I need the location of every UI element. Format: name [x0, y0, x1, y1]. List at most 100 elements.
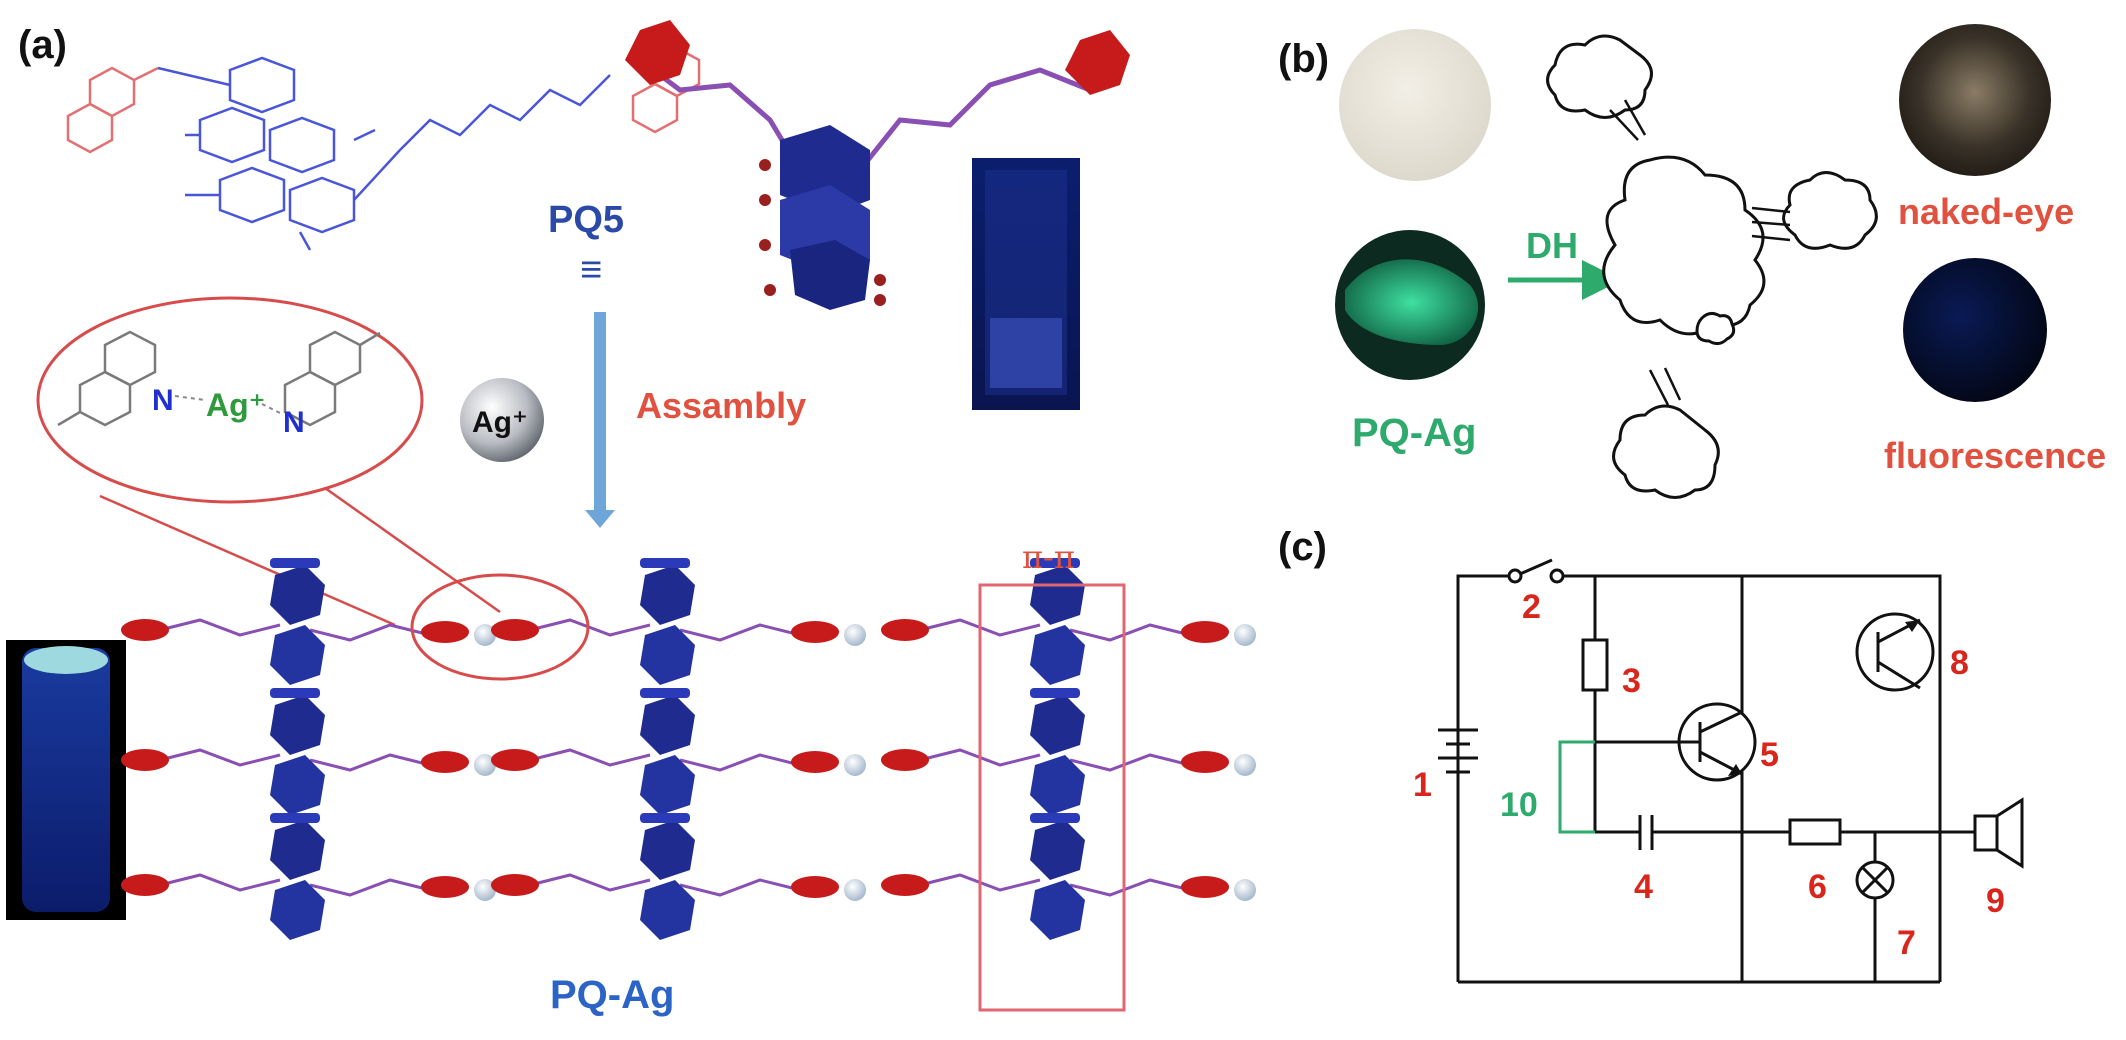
- ag-ion-icon: [844, 879, 866, 901]
- ag-ion-icon: [1234, 754, 1256, 776]
- ag-ion-icon: [1234, 879, 1256, 901]
- component-5: 5: [1760, 736, 1779, 774]
- coordination-highlight: [410, 573, 590, 681]
- macrocycle-unit-icon: [640, 820, 695, 880]
- macrocycle-unit-icon: [270, 755, 325, 815]
- inset-ag-label: Ag⁺: [206, 387, 266, 423]
- chain-linker: [529, 873, 651, 892]
- panel-a: (a): [6, 20, 1256, 1017]
- quinoline-unit-icon: [421, 751, 469, 773]
- pq5-structure: [66, 46, 701, 251]
- quinoline-unit-icon: [1181, 876, 1229, 898]
- macrocycle-cap-icon: [1030, 813, 1080, 823]
- puff-lines: [1609, 99, 1791, 406]
- chain-linker: [1069, 623, 1191, 642]
- macrocycle-unit-icon: [1030, 565, 1085, 625]
- equiv-symbol: ≡: [580, 249, 602, 291]
- product-label: PQ-Ag: [550, 973, 674, 1017]
- quinoline-unit-icon: [421, 621, 469, 643]
- component-8: 8: [1950, 644, 1969, 682]
- panel-c: (c): [1278, 525, 2024, 984]
- panel-a-label: (a): [18, 23, 67, 67]
- fluorescence-photo: [1903, 258, 2047, 402]
- chain-linker: [679, 623, 801, 642]
- quinoline-unit-icon: [881, 749, 929, 771]
- quinoline-unit-icon: [881, 619, 929, 641]
- naked-eye-photo: [1899, 24, 2051, 176]
- quinoline-unit-icon: [491, 874, 539, 896]
- macrocycle-unit-icon: [1030, 820, 1085, 880]
- quinoline-unit-icon: [121, 749, 169, 771]
- macrocycle-cap-icon: [270, 813, 320, 823]
- naked-eye-label: naked-eye: [1898, 191, 2074, 232]
- macrocycle-unit-icon: [270, 820, 325, 880]
- assembly-label: Assambly: [636, 385, 806, 426]
- chain-linker: [1069, 753, 1191, 772]
- ag-ion-icon: [844, 624, 866, 646]
- ag-ion-icon: [1234, 624, 1256, 646]
- macrocycle-unit-icon: [640, 880, 695, 940]
- macrocycle-cap-icon: [270, 558, 320, 568]
- macrocycle-unit-icon: [270, 695, 325, 755]
- pq5-label: PQ5: [548, 199, 624, 241]
- quinoline-unit-icon: [881, 874, 929, 896]
- ag-ion-icon: [474, 879, 496, 901]
- macrocycle-unit-icon: [640, 625, 695, 685]
- macrocycle-cap-icon: [1030, 558, 1080, 568]
- dh-label: DH: [1526, 225, 1578, 266]
- coordination-inset: N Ag⁺ N: [36, 296, 501, 627]
- pi-pi-box: [978, 583, 1126, 1012]
- macrocycle-unit-icon: [270, 565, 325, 625]
- quinoline-unit-icon: [491, 619, 539, 641]
- chain-linker: [309, 623, 431, 642]
- ag-sphere-label: Ag⁺: [472, 406, 528, 439]
- component-3: 3: [1622, 662, 1641, 700]
- macrocycle-unit-icon: [640, 755, 695, 815]
- inset-n-right: N: [283, 406, 305, 439]
- quinoline-unit-icon: [791, 876, 839, 898]
- component-7: 7: [1897, 924, 1916, 962]
- macrocycle-unit-icon: [270, 880, 325, 940]
- macrocycle-unit-icon: [640, 565, 695, 625]
- macrocycle-unit-icon: [1030, 880, 1085, 940]
- component-1: 1: [1413, 766, 1432, 804]
- quinoline-unit-icon: [121, 619, 169, 641]
- quinoline-unit-icon: [421, 876, 469, 898]
- powder-photo: [1339, 29, 1491, 181]
- chain-linker: [1069, 878, 1191, 897]
- pq5-3d-model: [625, 20, 1130, 310]
- macrocycle-unit-icon: [1030, 755, 1085, 815]
- quinoline-unit-icon: [491, 749, 539, 771]
- chain-linker: [159, 618, 281, 637]
- quinoline-unit-icon: [791, 751, 839, 773]
- component-6: 6: [1808, 868, 1827, 906]
- polymer-chains: [121, 558, 1256, 940]
- component-9: 9: [1986, 882, 2005, 920]
- macrocycle-unit-icon: [640, 695, 695, 755]
- component-2: 2: [1522, 588, 1541, 626]
- quinoline-red-left-icon: [625, 20, 690, 85]
- chain-linker: [529, 748, 651, 767]
- chain-linker: [679, 753, 801, 772]
- macrocycle-cap-icon: [270, 688, 320, 698]
- pi-pi-label: π-π: [1022, 538, 1075, 576]
- ag-ion-icon: [474, 754, 496, 776]
- macrocycle-unit-icon: [1030, 625, 1085, 685]
- panel-c-label: (c): [1278, 525, 1327, 569]
- macrocycle-unit-icon: [1030, 695, 1085, 755]
- quinoline-red-right-icon: [1065, 30, 1130, 95]
- inset-n-left: N: [152, 384, 174, 417]
- pillararene-icon: [157, 56, 401, 251]
- puff-cloud-icon: [1546, 34, 1878, 499]
- quinoline-unit-icon: [791, 621, 839, 643]
- left-quinoline-icon: [66, 66, 159, 154]
- alkyl-chain-right: [399, 74, 611, 151]
- circuit-diagram: [1438, 558, 2024, 984]
- component-numbers: 1 2 3 4 5 6 7 8 9 10: [1413, 588, 2005, 962]
- chain-linker: [679, 878, 801, 897]
- ag-ion-icon: [474, 624, 496, 646]
- quinoline-unit-icon: [121, 874, 169, 896]
- component-4: 4: [1634, 868, 1653, 906]
- component-10: 10: [1500, 786, 1538, 824]
